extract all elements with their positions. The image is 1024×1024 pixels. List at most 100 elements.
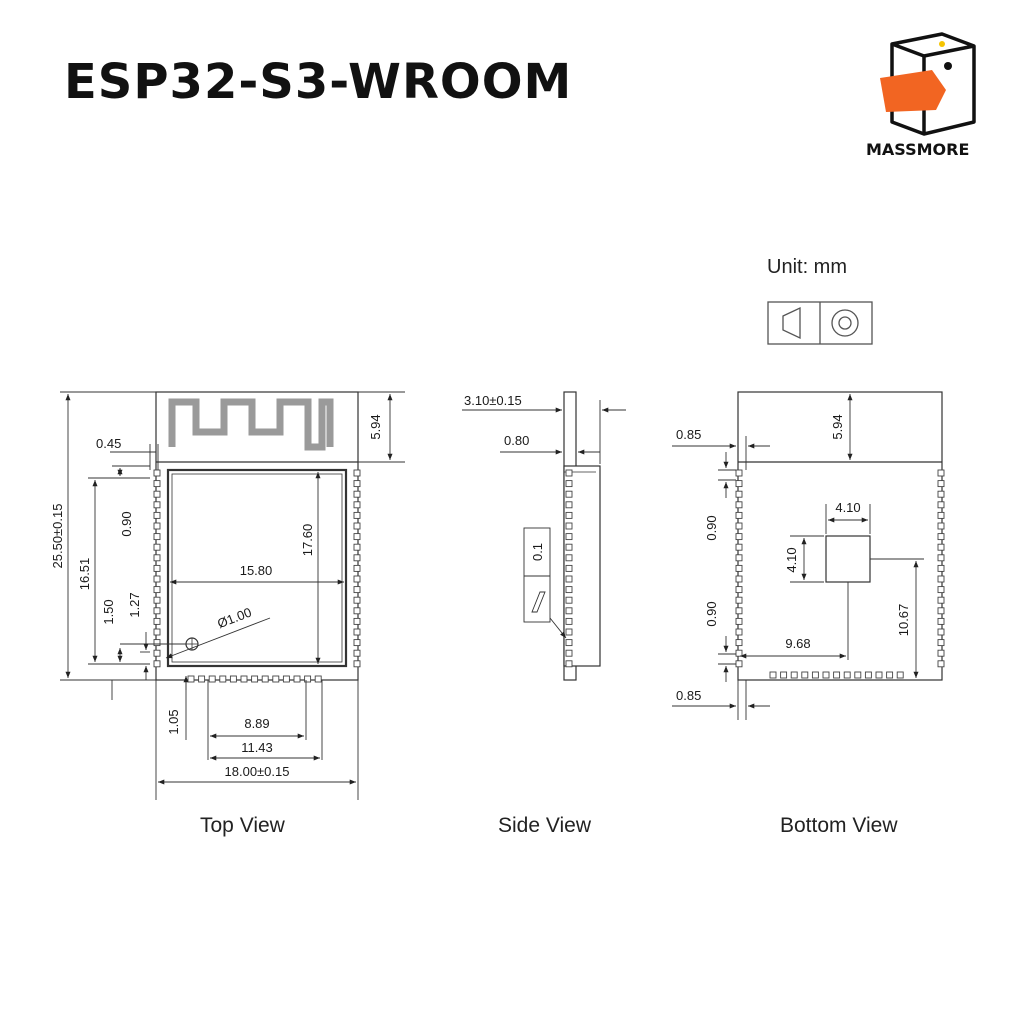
castellation-pad bbox=[811, 671, 819, 679]
castellation-pad bbox=[735, 543, 743, 551]
side-view-labels: 3.10±0.15 0.80 0.1 bbox=[464, 393, 545, 561]
castellation-pad bbox=[735, 596, 743, 604]
castellation-pad bbox=[565, 511, 573, 519]
bottom-right-castellations bbox=[937, 469, 945, 668]
castellation-pad bbox=[937, 628, 945, 636]
castellation-pad bbox=[153, 617, 161, 625]
castellation-pad bbox=[153, 586, 161, 594]
castellation-pad bbox=[565, 660, 573, 668]
castellation-pad bbox=[353, 586, 361, 594]
castellation-pad bbox=[272, 675, 280, 683]
castellation-pad bbox=[735, 628, 743, 636]
castellation-pad bbox=[153, 607, 161, 615]
castellation-pad bbox=[353, 554, 361, 562]
dim-edge-offset: 0.45 bbox=[96, 436, 121, 451]
castellation-pad bbox=[735, 490, 743, 498]
top-view-drawing bbox=[155, 391, 359, 681]
castellation-pad bbox=[261, 675, 269, 683]
castellation-pad bbox=[198, 675, 206, 683]
dim-tolerance: 0.1 bbox=[530, 543, 545, 561]
castellation-pad bbox=[153, 639, 161, 647]
castellation-pad bbox=[353, 660, 361, 668]
castellation-pad bbox=[937, 596, 945, 604]
castellation-pad bbox=[565, 480, 573, 488]
dim-shield-width: 15.80 bbox=[240, 563, 273, 578]
castellation-pad bbox=[843, 671, 851, 679]
castellation-pad bbox=[153, 511, 161, 519]
castellation-pad bbox=[565, 628, 573, 636]
castellation-pad bbox=[735, 660, 743, 668]
dim-offset-150: 1.50 bbox=[101, 599, 116, 624]
castellation-pad bbox=[353, 607, 361, 615]
castellation-pad bbox=[769, 671, 777, 679]
castellation-pad bbox=[240, 675, 248, 683]
dim-offset-127: 1.27 bbox=[127, 592, 142, 617]
castellation-pad bbox=[565, 490, 573, 498]
unit-label: Unit: mm bbox=[767, 256, 847, 278]
castellation-pad bbox=[937, 554, 945, 562]
side-castellations bbox=[565, 469, 573, 668]
castellation-pad bbox=[565, 617, 573, 625]
dim-bot-antenna-height: 5.94 bbox=[830, 414, 845, 439]
castellation-pad bbox=[937, 564, 945, 572]
castellation-pad bbox=[153, 596, 161, 604]
castellation-pad bbox=[153, 575, 161, 583]
castellation-pad bbox=[353, 522, 361, 530]
castellation-pad bbox=[937, 469, 945, 477]
castellation-pad bbox=[937, 543, 945, 551]
castellation-pad bbox=[565, 564, 573, 572]
top-left-castellations bbox=[153, 469, 161, 668]
castellation-pad bbox=[153, 480, 161, 488]
top-view-label: Top View bbox=[200, 814, 285, 837]
castellation-pad bbox=[153, 660, 161, 668]
castellation-pad bbox=[875, 671, 883, 679]
castellation-pad bbox=[153, 649, 161, 657]
castellation-pad bbox=[735, 586, 743, 594]
castellation-pad bbox=[208, 675, 216, 683]
castellation-pad bbox=[937, 511, 945, 519]
castellation-pad bbox=[565, 469, 573, 477]
castellation-pad bbox=[790, 671, 798, 679]
dim-pitch: 0.90 bbox=[119, 511, 134, 536]
first-angle-projection-icon bbox=[767, 301, 873, 345]
castellation-pad bbox=[937, 490, 945, 498]
castellation-pad bbox=[937, 649, 945, 657]
bottom-view-label: Bottom View bbox=[780, 814, 898, 837]
dim-total-width: 18.00±0.15 bbox=[225, 764, 290, 779]
castellation-pad bbox=[353, 596, 361, 604]
castellation-pad bbox=[937, 586, 945, 594]
castellation-pad bbox=[153, 490, 161, 498]
castellation-pad bbox=[565, 607, 573, 615]
castellation-pad bbox=[153, 628, 161, 636]
castellation-pad bbox=[353, 628, 361, 636]
castellation-pad bbox=[353, 490, 361, 498]
castellation-pad bbox=[735, 533, 743, 541]
side-view-label: Side View bbox=[498, 814, 592, 837]
castellation-pad bbox=[854, 671, 862, 679]
castellation-pad bbox=[153, 533, 161, 541]
castellation-pad bbox=[833, 671, 841, 679]
bottom-view-dimension-lines bbox=[672, 394, 924, 720]
castellation-pad bbox=[735, 617, 743, 625]
castellation-pad bbox=[937, 607, 945, 615]
dim-pad-size-h: 4.10 bbox=[784, 547, 799, 572]
castellation-pad bbox=[353, 649, 361, 657]
castellation-pad bbox=[886, 671, 894, 679]
castellation-pad bbox=[293, 675, 301, 683]
dim-pad-size-w: 4.10 bbox=[835, 500, 860, 515]
dim-edge-bottom: 0.85 bbox=[676, 688, 701, 703]
castellation-pad bbox=[314, 675, 322, 683]
dim-pad-11-43: 11.43 bbox=[241, 740, 273, 755]
dim-pad-y: 10.67 bbox=[896, 604, 911, 637]
dim-pad-x: 9.68 bbox=[785, 636, 810, 651]
dim-pitch-bottom: 0.90 bbox=[704, 601, 719, 626]
castellation-pad bbox=[251, 675, 259, 683]
dim-pad-8-89: 8.89 bbox=[244, 716, 269, 731]
castellation-pad bbox=[565, 522, 573, 530]
castellation-pad bbox=[937, 617, 945, 625]
castellation-pad bbox=[153, 522, 161, 530]
castellation-pad bbox=[565, 586, 573, 594]
dim-bottom-offset: 1.05 bbox=[166, 709, 181, 734]
castellation-pad bbox=[735, 501, 743, 509]
